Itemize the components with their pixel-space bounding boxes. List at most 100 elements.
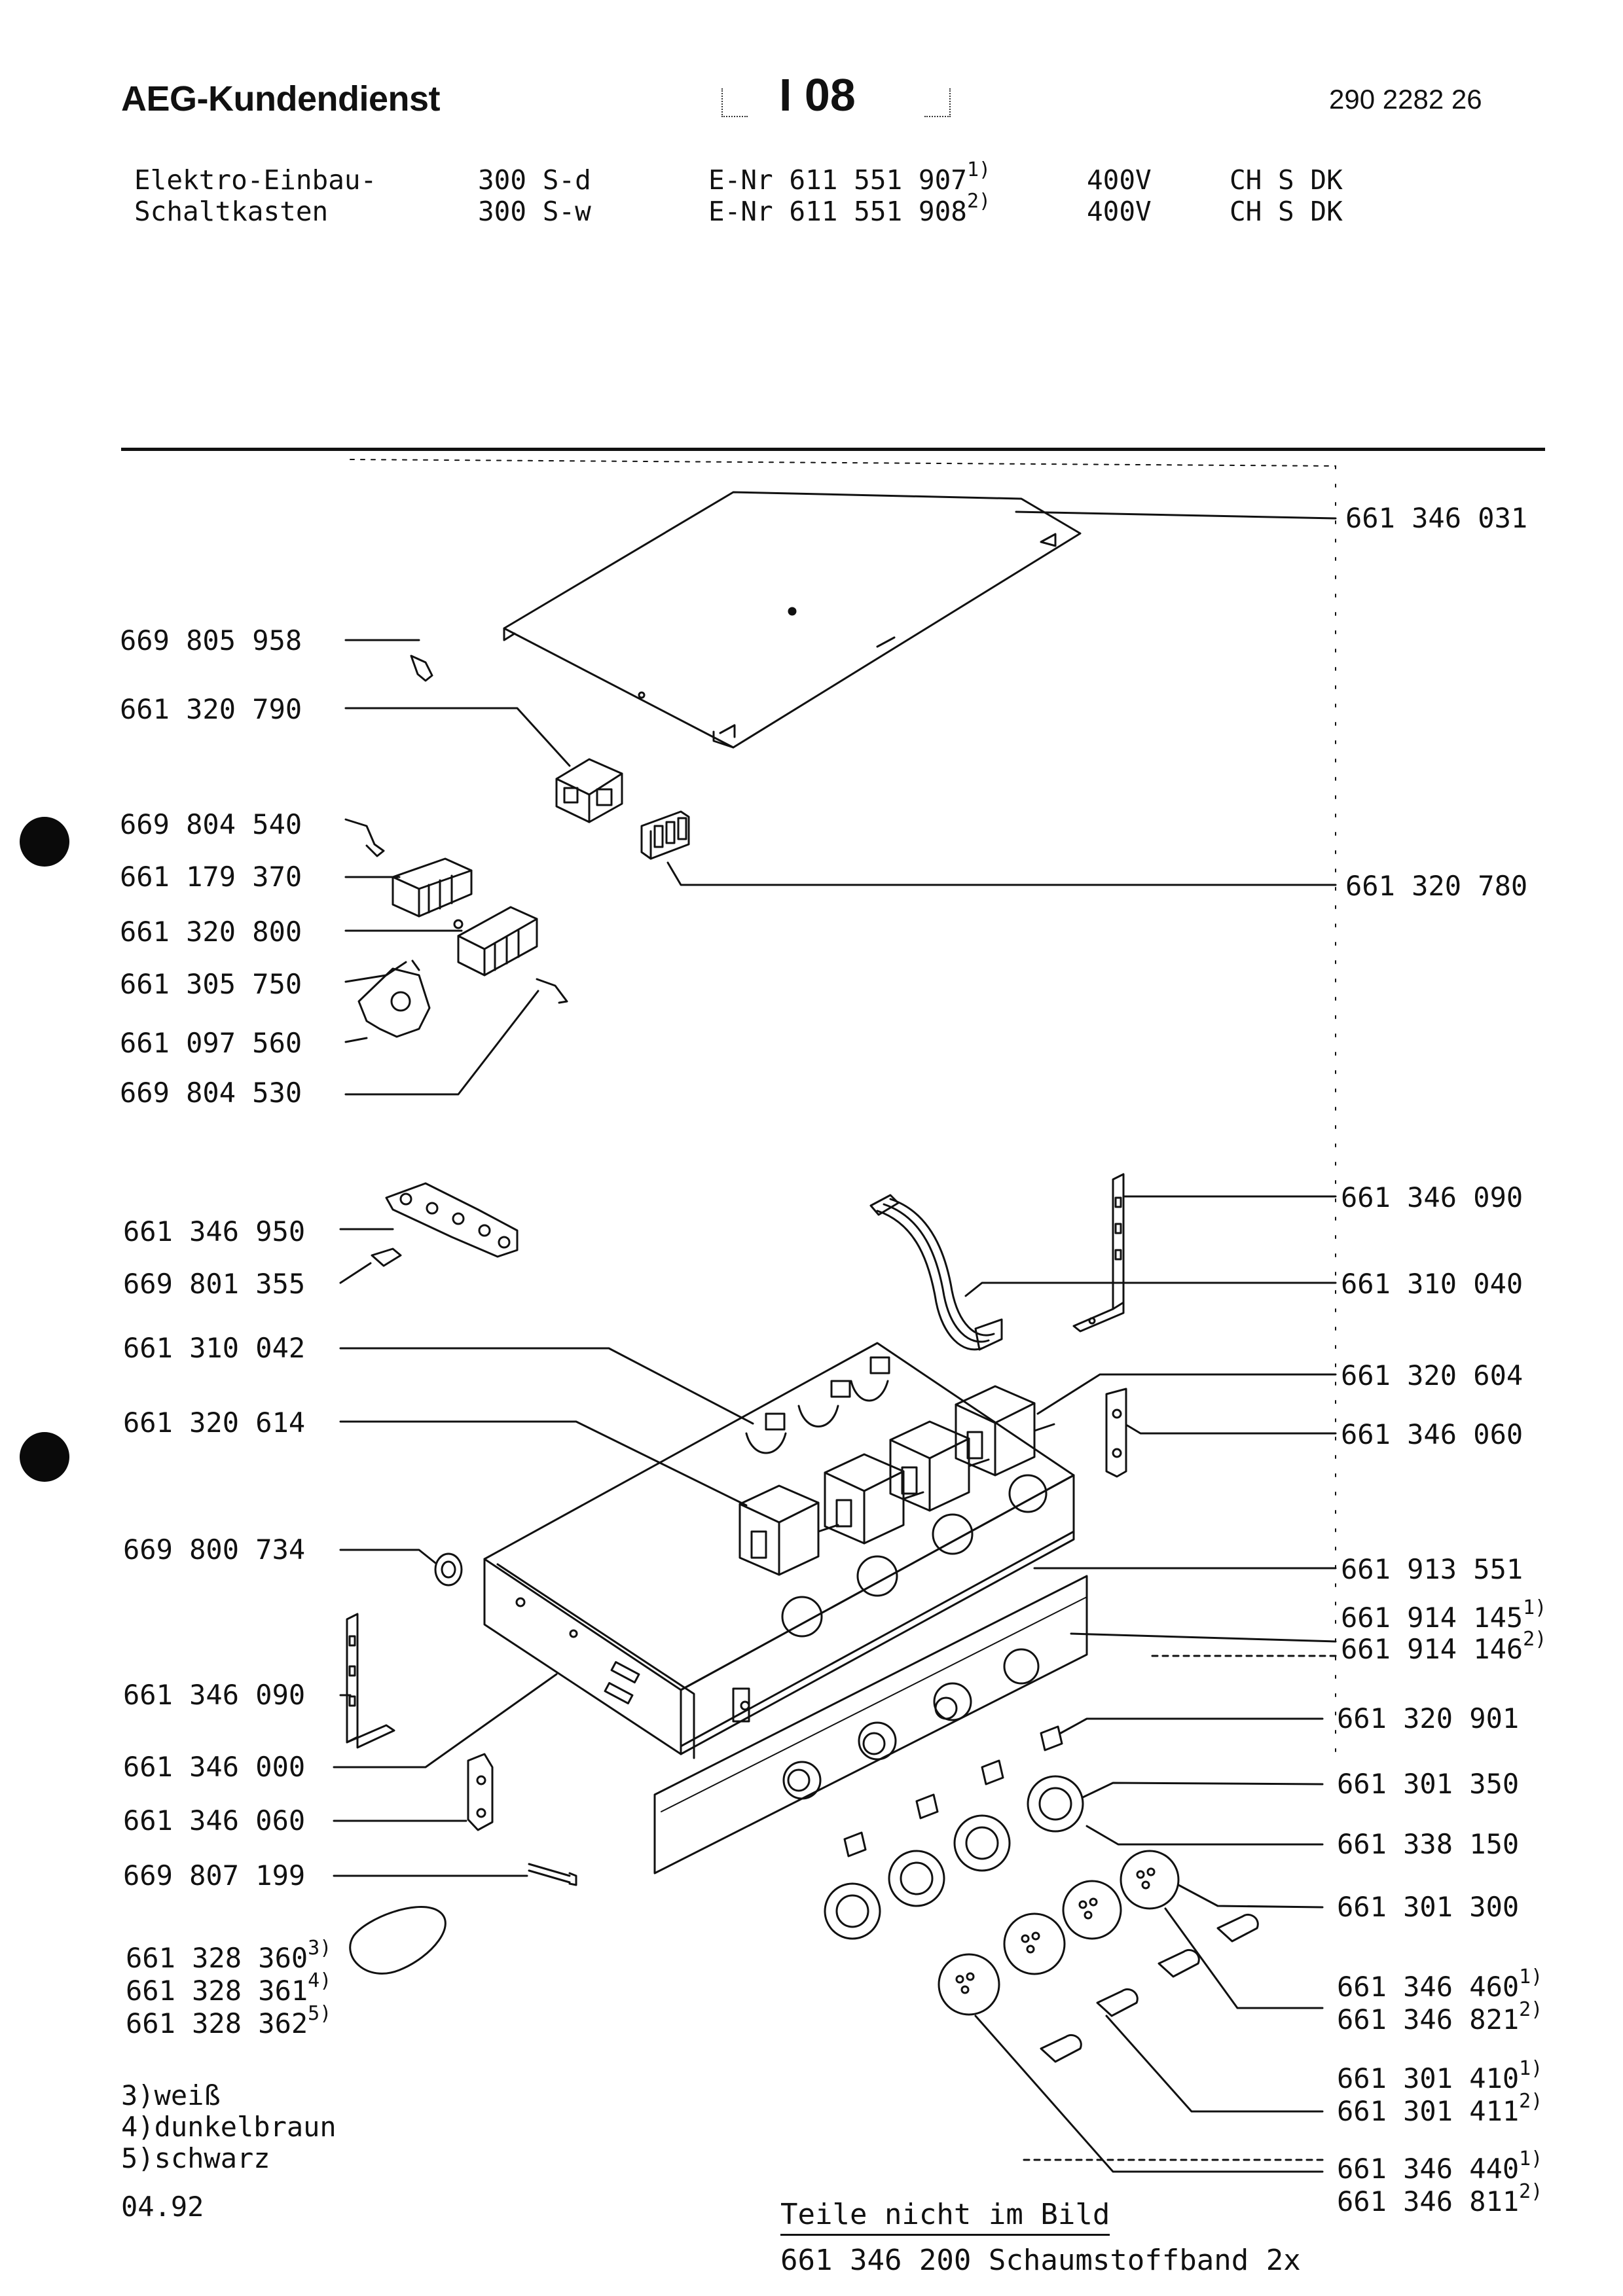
part-label-right-5: 661 320 604 xyxy=(1341,1359,1523,1391)
part-label-left-10: 669 801 355 xyxy=(123,1268,306,1300)
part-label-left-3: 669 804 540 xyxy=(120,808,302,840)
cable-clip-1 xyxy=(745,1432,787,1454)
model-line-2: 300 S-w xyxy=(478,196,591,227)
cable-plug-3 xyxy=(869,1356,890,1374)
knob-cap-3 xyxy=(1158,1948,1200,1978)
leader-lines-right xyxy=(666,511,1337,2173)
clip-part-355 xyxy=(371,1247,402,1267)
clip-901 xyxy=(1040,1725,1063,1751)
header-rule xyxy=(121,448,1545,451)
countries-line-2: CH S DK xyxy=(1230,196,1343,227)
model-line-1: 300 S-d xyxy=(478,164,591,196)
part-label-right-7: 661 913 551 xyxy=(1341,1553,1523,1585)
terminal-block-780 xyxy=(640,810,690,860)
knob-cover-part xyxy=(349,1906,447,1975)
part-label-right-19: 661 346 8112) xyxy=(1337,2180,1543,2217)
clip-338-2 xyxy=(915,1793,939,1820)
section-bracket-left xyxy=(721,88,748,117)
bracket-part-750 xyxy=(357,960,431,1038)
product-line-2: Schaltkasten xyxy=(134,196,329,227)
terminal-block-790 xyxy=(555,758,623,823)
marker-dot-2 xyxy=(20,1432,69,1482)
part-label-right-11: 661 301 350 xyxy=(1337,1768,1520,1800)
part-label-left-20: 661 328 3625) xyxy=(126,2002,332,2039)
brand-title: AEG-Kundendienst xyxy=(121,79,441,118)
knob-cap-4 xyxy=(1216,1913,1259,1943)
knob-holder-4 xyxy=(1027,1775,1084,1833)
front-fascia-panel xyxy=(653,1575,1088,1874)
part-label-left-19: 661 328 3614) xyxy=(126,1969,332,2007)
top-cover-part xyxy=(503,491,1082,749)
part-label-left-14: 661 346 090 xyxy=(123,1679,306,1711)
part-label-right-1: 661 346 031 xyxy=(1345,502,1528,534)
energy-regulator-2 xyxy=(824,1453,924,1545)
countries-line-1: CH S DK xyxy=(1230,164,1343,196)
part-label-right-12: 661 338 150 xyxy=(1337,1828,1520,1860)
part-label-left-15: 661 346 000 xyxy=(123,1751,306,1783)
part-label-left-8: 669 804 530 xyxy=(120,1077,302,1109)
part-label-left-4: 661 179 370 xyxy=(120,861,302,893)
part-label-right-17: 661 301 4112) xyxy=(1337,2090,1543,2127)
part-label-right-8: 661 914 1451) xyxy=(1341,1596,1547,1634)
parts-not-shown-title: Teile nicht im Bild xyxy=(780,2198,1110,2236)
part-label-right-2: 661 320 780 xyxy=(1345,870,1528,902)
part-label-left-17: 669 807 199 xyxy=(123,1859,306,1892)
leader-lines-left xyxy=(333,639,754,1877)
knob-3 xyxy=(1062,1880,1122,1940)
energy-regulator-1 xyxy=(739,1484,839,1576)
spring-clip-540 xyxy=(344,818,385,857)
part-label-right-13: 661 301 300 xyxy=(1337,1891,1520,1923)
bracket-060-right xyxy=(1105,1388,1127,1478)
bus-bar-950 xyxy=(385,1182,519,1258)
section-code: I 08 xyxy=(779,69,856,120)
part-label-right-18: 661 346 4401) xyxy=(1337,2147,1543,2185)
mounting-bracket-left xyxy=(346,1613,395,1749)
knob-1 xyxy=(938,1953,1000,2016)
knob-cap-2 xyxy=(1096,1988,1139,2017)
clip-part-530 xyxy=(536,978,568,1004)
enr-line-2: E-Nr 611 551 9082) xyxy=(708,190,991,227)
part-label-left-11: 661 310 042 xyxy=(123,1332,306,1364)
cable-plug-2 xyxy=(830,1380,851,1398)
terminal-strip-370 xyxy=(392,857,473,918)
voltage-line-1: 400V xyxy=(1087,164,1152,196)
legend-color-5: 5)schwarz xyxy=(121,2142,270,2174)
voltage-line-2: 400V xyxy=(1087,196,1152,227)
knob-holder-3 xyxy=(953,1814,1011,1872)
part-label-right-10: 661 320 901 xyxy=(1337,1702,1520,1734)
legend-color-3: 3)weiß xyxy=(121,2079,221,2111)
part-label-right-15: 661 346 8212) xyxy=(1337,1998,1543,2036)
part-label-right-16: 661 301 4101) xyxy=(1337,2057,1543,2094)
terminal-strip-800 xyxy=(453,906,538,977)
knob-cap-1 xyxy=(1040,2034,1082,2063)
clip-part xyxy=(410,655,433,682)
cable-clip-2 xyxy=(797,1405,839,1427)
marker-dot-1 xyxy=(20,817,69,867)
clip-338-1 xyxy=(843,1831,867,1857)
enr-line-1: E-Nr 611 551 9071) xyxy=(708,158,991,196)
part-label-left-12: 661 320 614 xyxy=(123,1407,306,1439)
parts-not-shown-item: 661 346 200 Schaumstoffband 2x xyxy=(780,2244,1301,2277)
bracket-060-left xyxy=(467,1753,494,1831)
part-label-right-14: 661 346 4601) xyxy=(1337,1965,1543,2003)
knob-2 xyxy=(1003,1912,1066,1975)
part-label-left-16: 661 346 060 xyxy=(123,1804,306,1837)
cable-plug-1 xyxy=(765,1412,786,1431)
part-label-left-2: 661 320 790 xyxy=(120,693,302,725)
issue-date: 04.92 xyxy=(121,2191,204,2223)
inner-front-plate xyxy=(680,1474,1075,1748)
knob-holder-1 xyxy=(824,1882,881,1940)
part-label-left-5: 661 320 800 xyxy=(120,916,302,948)
cable-clip-3 xyxy=(850,1380,889,1402)
document-number: 290 2282 26 xyxy=(1329,84,1482,115)
screw-part xyxy=(528,1863,577,1886)
part-label-left-6: 661 305 750 xyxy=(120,968,302,1000)
cable-harness-040 xyxy=(869,1194,1003,1351)
legend-color-4: 4)dunkelbraun xyxy=(121,2111,337,2143)
part-label-left-1: 669 805 958 xyxy=(120,624,302,656)
part-label-left-13: 669 800 734 xyxy=(123,1534,306,1566)
part-label-left-9: 661 346 950 xyxy=(123,1215,306,1247)
mounting-bracket-right xyxy=(1072,1173,1125,1333)
